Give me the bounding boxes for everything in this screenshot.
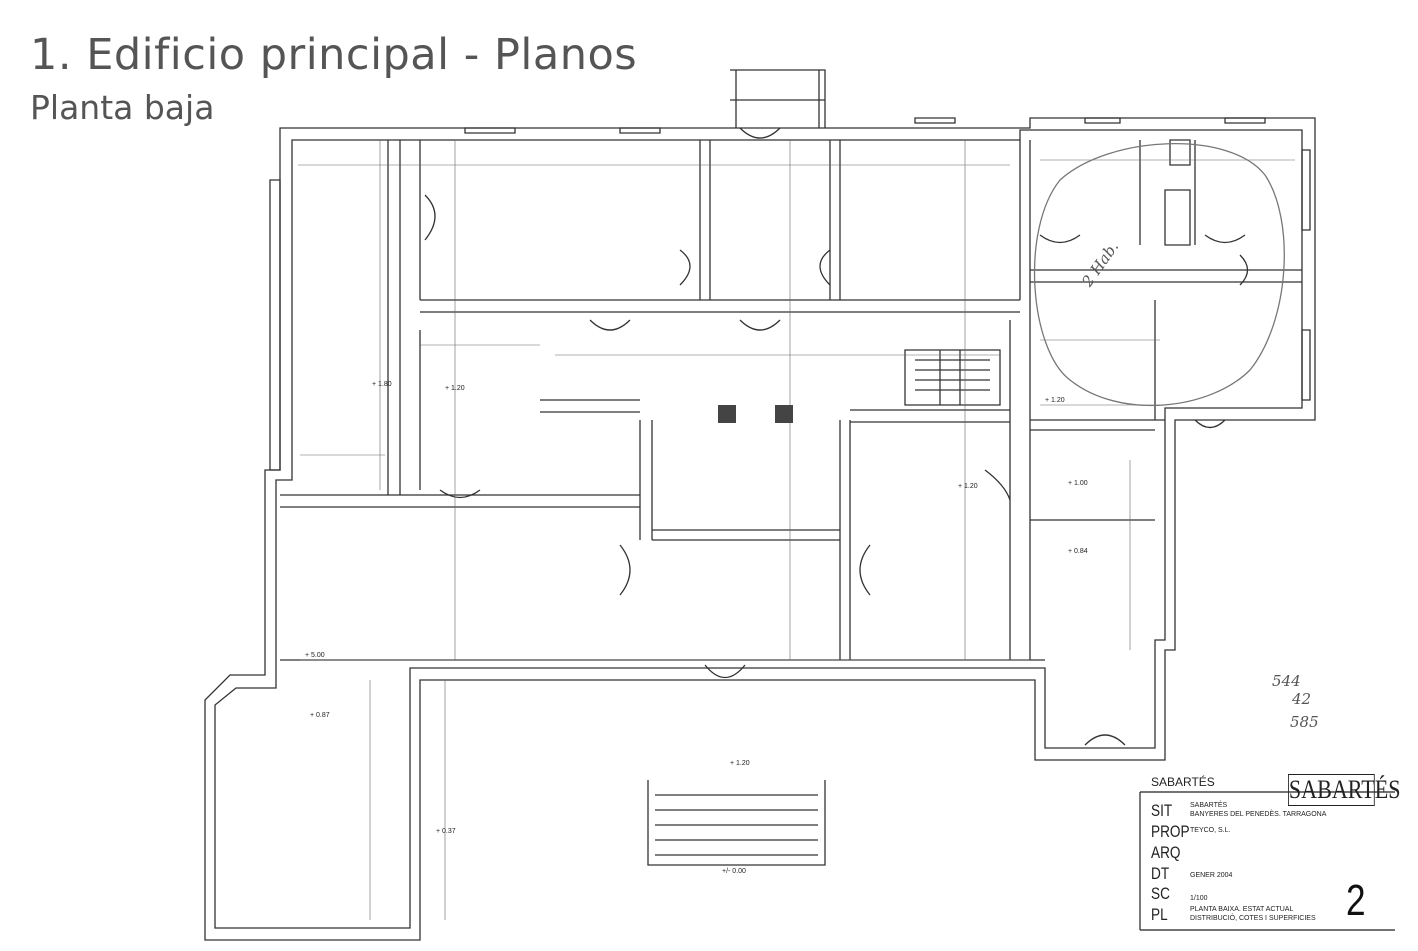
level-label: + 1.20 — [730, 760, 750, 767]
title-block-code: PL — [1151, 905, 1168, 924]
title-block-value: BANYERES DEL PENEDÈS. TARRAGONA — [1190, 811, 1327, 818]
outer-wall — [204, 117, 1316, 941]
exterior-staircase — [647, 780, 826, 866]
level-label: + 1.00 — [1068, 480, 1088, 487]
title-block-code: PROP — [1151, 822, 1190, 841]
door-swing — [439, 234, 1246, 746]
title-block-value: 1/100 — [1190, 895, 1208, 902]
column — [718, 405, 736, 423]
level-label: + 1.20 — [445, 385, 465, 392]
title-block-value: GENER 2004 — [1190, 872, 1233, 879]
porch — [730, 69, 826, 128]
sheet-number: 2 — [1346, 876, 1366, 925]
handwritten-tally-1: 544 — [1272, 672, 1301, 690]
handwritten-loop — [1033, 143, 1285, 407]
level-label: + 1.20 — [1045, 397, 1065, 404]
level-label: + 1.80 — [372, 381, 392, 388]
title-block-code: SIT — [1151, 801, 1173, 820]
level-label: + 0.87 — [310, 712, 330, 719]
staircase — [904, 349, 1001, 406]
page-subtitle: Planta baja — [30, 88, 215, 127]
title-block-value: TEYCO, S.L. — [1190, 827, 1231, 834]
level-label: + 0.84 — [1068, 548, 1088, 555]
level-label: + 5.00 — [305, 652, 325, 659]
column — [775, 405, 793, 423]
title-block-code: ARQ — [1151, 843, 1181, 862]
level-label: + 1.20 — [958, 483, 978, 490]
company-name: SABARTÉS — [1151, 775, 1215, 789]
company-logo: SABARTÉS — [1288, 774, 1401, 806]
handwritten-tally-2: 42 — [1292, 690, 1312, 708]
handwritten-tally-3: 585 — [1290, 713, 1319, 731]
level-label: +/- 0.00 — [722, 868, 746, 875]
bathroom — [1164, 139, 1191, 246]
title-block-value: PLANTA BAIXA. ESTAT ACTUAL — [1190, 906, 1294, 913]
title-block-code: SC — [1151, 884, 1170, 903]
door-swing — [424, 127, 1249, 429]
interior-wall — [420, 269, 1302, 431]
level-label: + 0.37 — [436, 828, 456, 835]
title-block-value: DISTRIBUCIÓ, COTES I SUPERFICIES — [1190, 915, 1316, 922]
title-block-code: DT — [1151, 864, 1170, 883]
interior-wall — [387, 140, 1031, 660]
window — [269, 117, 1311, 471]
page-title: 1. Edificio principal - Planos — [30, 30, 638, 80]
title-block-value: SABARTÉS — [1190, 802, 1228, 809]
